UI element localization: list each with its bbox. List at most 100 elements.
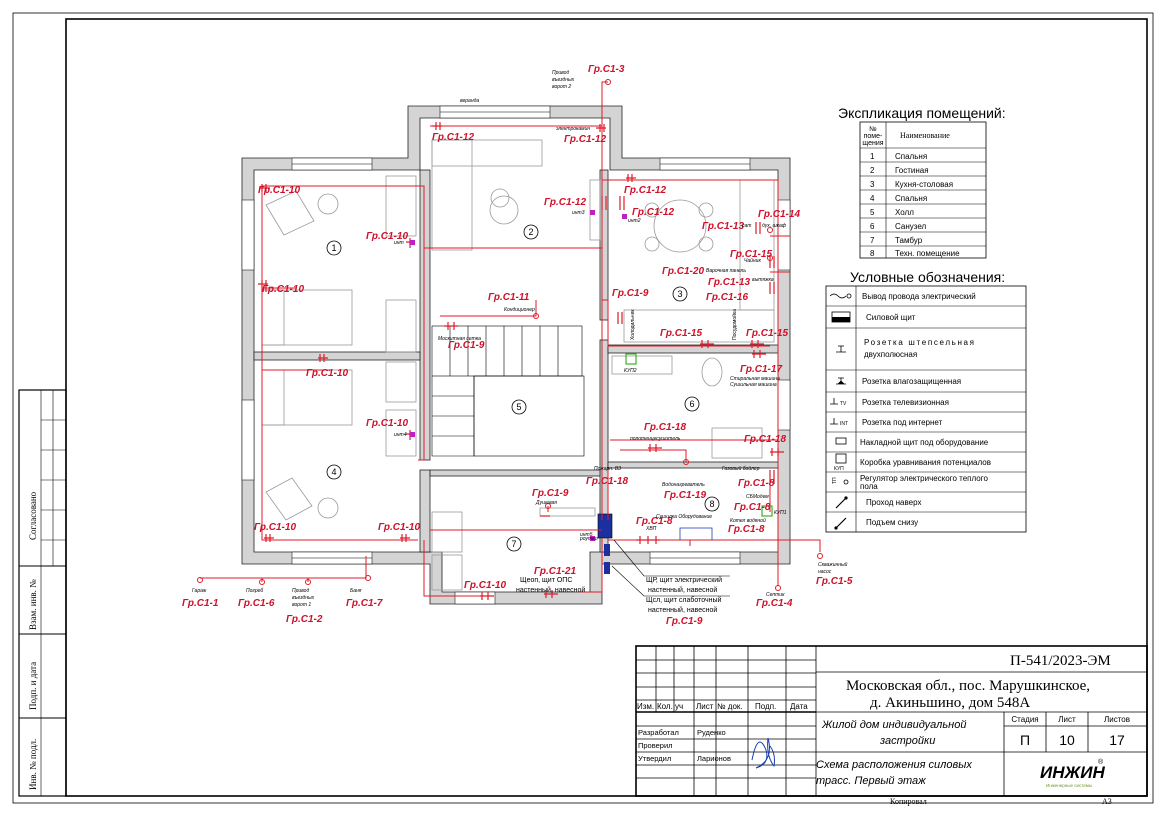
label-slozhnoe-nasos: насос bbox=[818, 569, 832, 575]
explication-title: Экспликация помещений: bbox=[838, 105, 1006, 121]
group-label: Гр.С1-7 bbox=[346, 598, 383, 609]
tb-col-doc: № док. bbox=[717, 702, 743, 711]
label-banya: Баня bbox=[350, 588, 362, 594]
legend-label: Вывод провода электрический bbox=[862, 292, 976, 301]
label-int: инт bbox=[394, 240, 404, 246]
group-label: Гр.С1-13 bbox=[708, 277, 750, 288]
surface-panel-icon bbox=[835, 437, 847, 445]
format-label: А3 bbox=[1102, 797, 1112, 806]
explication-row-name: Техн. помещение bbox=[895, 249, 960, 258]
address-line-2: д. Акиньшино, дом 548А bbox=[870, 695, 1030, 711]
group-label: Гр.С1-9 bbox=[612, 288, 649, 299]
tb-col-kol: Кол. уч bbox=[657, 702, 683, 711]
tb-col-list: Лист bbox=[696, 702, 714, 711]
group-labels: Гр.С1-3 Гр.С1-12 Гр.С1-12 Гр.С1-10 Гр.С1… bbox=[182, 64, 853, 627]
hdr-sheet: Лист bbox=[1058, 715, 1076, 724]
pass-down-icon bbox=[835, 517, 847, 529]
label-septik: Септик bbox=[766, 592, 785, 598]
group-label: Гр.С1-9 bbox=[532, 488, 569, 499]
label-sat: сат bbox=[742, 223, 751, 229]
label-garage: Гараж bbox=[192, 588, 207, 594]
label-int: инт2 bbox=[628, 218, 641, 224]
tv-socket-icon bbox=[830, 398, 838, 405]
equipment-labels: Привод въездных ворот 2 веранда электрок… bbox=[192, 70, 848, 608]
group-label: Гр.С1-8 bbox=[738, 478, 775, 489]
group-label: Гр.С1-12 bbox=[544, 197, 586, 208]
agreed-label: Согласовано bbox=[28, 491, 38, 540]
label-hvp: ХВП bbox=[645, 526, 657, 532]
label-veranda: веранда bbox=[460, 98, 479, 104]
explication-col-name: Наименование bbox=[900, 131, 950, 140]
waterproof-socket-icon bbox=[836, 377, 846, 385]
legend-label: Розетка телевизионная bbox=[862, 398, 949, 407]
room-number-2: 2 bbox=[528, 227, 533, 237]
group-label: Гр.С1-20 bbox=[662, 266, 704, 277]
label-gate1: Привод bbox=[292, 588, 309, 594]
side-stamp: Согласовано Взам. инв. № Подп. и дата Ин… bbox=[18, 389, 67, 797]
label-vodonagrev: Водонагреватель bbox=[662, 482, 705, 488]
explication-row-name: Тамбур bbox=[895, 236, 923, 245]
group-label: Гр.С1-5 bbox=[816, 576, 853, 587]
group-label: Гр.С1-8 bbox=[734, 502, 771, 513]
group-label: Гр.С1-8 bbox=[636, 516, 673, 527]
label-vytyazhka: вытяжка bbox=[752, 277, 774, 283]
pass-up-icon bbox=[844, 496, 848, 500]
sheet-value: 10 bbox=[1059, 732, 1075, 748]
hdr-stage: Стадия bbox=[1011, 715, 1038, 724]
room-number-3: 3 bbox=[677, 289, 682, 299]
group-label: Гр.С1-10 bbox=[464, 580, 506, 591]
floor-heating-regulator-icon bbox=[843, 479, 849, 485]
explication-row-num: 3 bbox=[870, 180, 875, 189]
group-label: Гр.С1-9 bbox=[666, 616, 703, 627]
label-gate1: ворот 1 bbox=[292, 602, 311, 608]
legend-label: Регулятор электрического теплого bbox=[860, 474, 988, 483]
label-dymoficator: Сушилка Оборудование bbox=[656, 514, 712, 520]
kup1-box bbox=[761, 505, 773, 517]
floor-plan bbox=[241, 105, 791, 605]
label-shch: настенный, навесной bbox=[648, 606, 717, 614]
label-shchit-ops: настенный, навесной bbox=[516, 586, 585, 594]
inv-orig-label: Инв. № подл. bbox=[28, 739, 38, 790]
label-shchit-ops: Щеоп, щит ОПС bbox=[520, 577, 572, 584]
explication-row-name: Спальня bbox=[895, 152, 927, 161]
kup2-box bbox=[625, 353, 637, 365]
explication-row-name: Спальня bbox=[895, 194, 927, 203]
label-gate2: въездных bbox=[552, 77, 575, 83]
equipotential-box-icon-text: КУП bbox=[834, 466, 844, 472]
legend-title: Условные обозначения: bbox=[850, 269, 1005, 285]
group-label: Гр.С1-10 bbox=[306, 368, 348, 379]
logo-subtext: Инженерные системы bbox=[1046, 783, 1092, 788]
legend-label: Накладной щит под оборудование bbox=[860, 438, 989, 447]
label-shr: ЩР, щит электрический bbox=[646, 576, 722, 584]
label-polotence: полотенцесушитель bbox=[630, 436, 681, 442]
object-name-1: Жилой дом индивидуальной bbox=[821, 719, 966, 731]
sheets-value: 17 bbox=[1109, 732, 1125, 748]
explication-row-num: 7 bbox=[870, 236, 875, 245]
group-label: Гр.С1-15 bbox=[730, 249, 772, 260]
group-label: Гр.С1-18 bbox=[644, 422, 686, 433]
company-logo: ИНЖИН Инженерные системы ® bbox=[1040, 758, 1105, 788]
legend-label: пола bbox=[860, 482, 878, 491]
title-block: Изм. Кол. уч Лист № док. Подп. Дата Разр… bbox=[635, 645, 1148, 806]
legend-label: Розетка под интернет bbox=[862, 418, 943, 427]
legend-label: Силовой щит bbox=[866, 313, 916, 322]
group-label: Гр.С1-14 bbox=[758, 209, 800, 220]
label-gate2: Привод bbox=[552, 70, 569, 76]
label-kup2: КУП2 bbox=[624, 368, 637, 374]
panel-annotations: Щеоп, щит ОПС настенный, навесной ЩР, щи… bbox=[516, 576, 722, 614]
label-kondicioner: Кондиционер bbox=[504, 307, 535, 313]
explication-row-num: 8 bbox=[870, 249, 875, 258]
group-label: Гр.С1-10 bbox=[254, 522, 296, 533]
explication-col-num: поме- bbox=[864, 133, 883, 140]
label-posudomoyka: Посудомойка bbox=[731, 309, 738, 340]
copied-label: Копировал bbox=[890, 797, 927, 806]
wire-outlet-icon bbox=[829, 293, 847, 299]
legend-label: двухполюсная bbox=[864, 350, 917, 359]
legend-label: Проход наверх bbox=[866, 498, 921, 507]
legend-label: Розетка штепсельная bbox=[864, 338, 974, 347]
explication-col-num: щения bbox=[862, 140, 883, 147]
explication-row-num: 2 bbox=[870, 166, 875, 175]
group-label: Гр.С1-10 bbox=[258, 185, 300, 196]
floor-heating-regulator-icon: ТП bbox=[832, 477, 838, 484]
